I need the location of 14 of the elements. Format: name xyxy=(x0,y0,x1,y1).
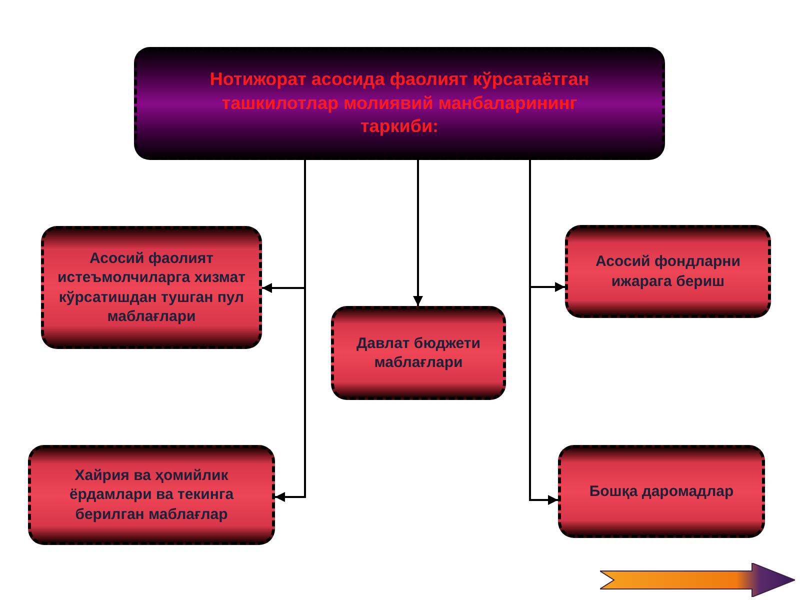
process-box xyxy=(565,225,771,318)
heading-text: Нотижорат асосида фаолият кўрсатаётган ташкилотлар молиявий манбаларининг таркиби: xyxy=(208,68,590,138)
process-box xyxy=(558,445,765,538)
box-text: Хайрия ва ҳомийлик ёрдамлари ва текинга берилган маблағлар xyxy=(68,466,235,524)
box-text: Асосий фаолият истеъмолчиларга хизмат кўрсатишдан тушган пул маблағлари xyxy=(56,248,246,326)
box-text: Асосий фондларни ижарага бериш xyxy=(594,252,742,291)
box-text: Бошқа даромадлар xyxy=(588,482,735,502)
arrow xyxy=(275,160,306,502)
process-box xyxy=(331,306,506,400)
process-box xyxy=(41,226,262,349)
box-text: Давлат бюджети маблағлари xyxy=(356,334,482,372)
arrow xyxy=(413,160,423,306)
title-box xyxy=(134,47,665,160)
process-box xyxy=(28,445,275,545)
